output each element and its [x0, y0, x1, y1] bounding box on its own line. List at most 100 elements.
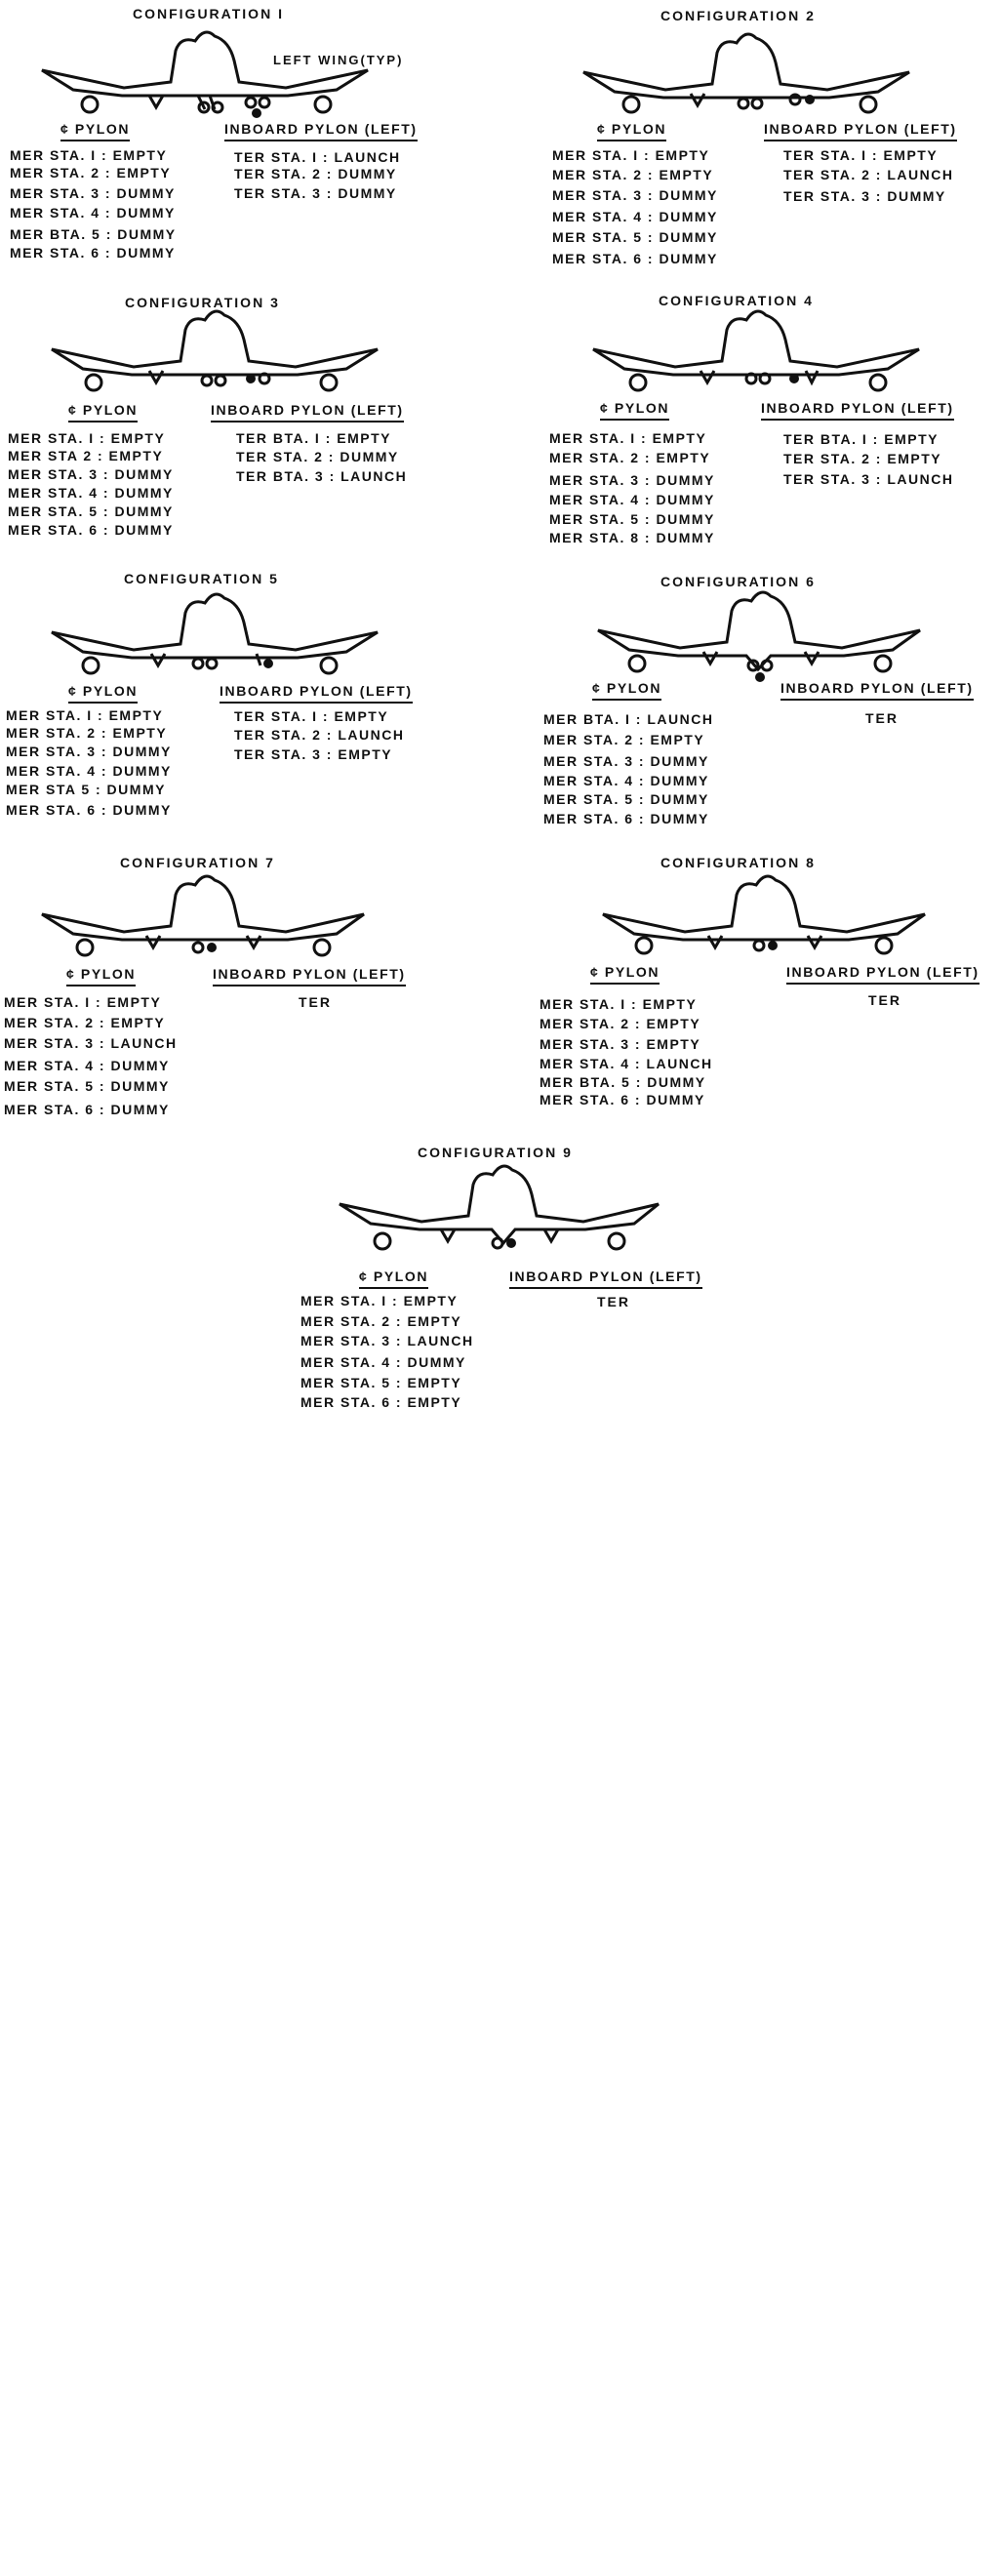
config-3-inboard-pylon-header: INBOARD PYLON (LEFT) — [211, 402, 404, 423]
config-9-aircraft-diagram — [339, 1164, 660, 1251]
config-6-aircraft-diagram — [597, 590, 921, 682]
config-8-center-line-5: MER BTA. 5 : DUMMY — [540, 1074, 706, 1090]
config-4-center-pylon-header: ¢ PYLON — [600, 400, 670, 421]
config-8-center-line-2: MER STA. 2 : EMPTY — [540, 1016, 701, 1031]
config-8-center-line-3: MER STA. 3 : EMPTY — [540, 1036, 701, 1052]
config-3-center-line-6: MER STA. 6 : DUMMY — [8, 522, 174, 538]
config-9-center-line-3: MER STA. 3 : LAUNCH — [300, 1333, 474, 1348]
config-4-center-line-5: MER STA. 5 : DUMMY — [549, 511, 715, 527]
config-5-center-line-3: MER STA. 3 : DUMMY — [6, 744, 172, 759]
config-2-center-line-1: MER STA. I : EMPTY — [552, 147, 710, 163]
config-8-inboard-ter-label: TER — [868, 992, 901, 1008]
config-4-center-line-3: MER STA. 3 : DUMMY — [549, 472, 715, 488]
config-6-center-line-1: MER BTA. I : LAUNCH — [543, 711, 714, 727]
config-1-center-line-1: MER STA. I : EMPTY — [10, 147, 168, 163]
config-4-inboard-line-2: TER STA. 2 : EMPTY — [783, 451, 942, 466]
config-1-center-line-5: MER BTA. 5 : DUMMY — [10, 226, 177, 242]
config-3-center-line-2: MER STA 2 : EMPTY — [8, 448, 164, 463]
config-7-center-line-4: MER STA. 4 : DUMMY — [4, 1058, 170, 1073]
config-3-inboard-line-2: TER STA. 2 : DUMMY — [236, 449, 399, 464]
config-6-inboard-ter-label: TER — [865, 710, 899, 726]
config-2-aircraft-diagram — [582, 32, 910, 114]
config-1-title: CONFIGURATION I — [133, 6, 284, 21]
config-2-inboard-pylon-header: INBOARD PYLON (LEFT) — [764, 121, 957, 141]
config-9-center-line-5: MER STA. 5 : EMPTY — [300, 1375, 462, 1390]
config-1-inboard-pylon-header: INBOARD PYLON (LEFT) — [224, 121, 418, 141]
config-1-center-line-4: MER STA. 4 : DUMMY — [10, 205, 176, 221]
config-2-inboard-line-1: TER STA. I : EMPTY — [783, 147, 939, 163]
config-6-center-line-6: MER STA. 6 : DUMMY — [543, 811, 709, 826]
config-5-center-line-2: MER STA. 2 : EMPTY — [6, 725, 168, 741]
config-4-aircraft-diagram — [592, 309, 920, 392]
config-6-center-line-2: MER STA. 2 : EMPTY — [543, 732, 705, 747]
config-9-center-line-1: MER STA. I : EMPTY — [300, 1293, 459, 1308]
config-8-center-line-6: MER STA. 6 : DUMMY — [540, 1092, 705, 1107]
config-4-center-line-2: MER STA. 2 : EMPTY — [549, 450, 711, 465]
config-4-inboard-line-3: TER STA. 3 : LAUNCH — [783, 471, 954, 487]
config-5-inboard-pylon-header: INBOARD PYLON (LEFT) — [220, 683, 413, 704]
config-2-center-line-6: MER STA. 6 : DUMMY — [552, 251, 718, 266]
config-2-inboard-line-2: TER STA. 2 : LAUNCH — [783, 167, 954, 182]
config-8-center-line-1: MER STA. I : EMPTY — [540, 996, 698, 1012]
config-3-inboard-line-3: TER BTA. 3 : LAUNCH — [236, 468, 408, 484]
config-1-center-line-6: MER STA. 6 : DUMMY — [10, 245, 176, 261]
config-9-center-line-2: MER STA. 2 : EMPTY — [300, 1313, 462, 1329]
config-1-inboard-line-1: TER STA. I : LAUNCH — [234, 149, 401, 165]
config-7-center-line-6: MER STA. 6 : DUMMY — [4, 1102, 170, 1117]
config-3-center-line-3: MER STA. 3 : DUMMY — [8, 466, 174, 482]
config-8-center-line-4: MER STA. 4 : LAUNCH — [540, 1056, 713, 1071]
config-1-note: LEFT WING(TYP) — [273, 53, 404, 67]
config-1-center-line-2: MER STA. 2 : EMPTY — [10, 165, 172, 181]
config-4-title: CONFIGURATION 4 — [659, 293, 814, 308]
config-5-inboard-line-3: TER STA. 3 : EMPTY — [234, 746, 393, 762]
config-9-inboard-ter-label: TER — [597, 1294, 630, 1309]
config-7-center-pylon-header: ¢ PYLON — [66, 966, 137, 986]
config-2-center-line-5: MER STA. 5 : DUMMY — [552, 229, 718, 245]
config-5-title: CONFIGURATION 5 — [124, 571, 279, 586]
config-5-center-line-4: MER STA. 4 : DUMMY — [6, 763, 172, 779]
config-6-inboard-pylon-header: INBOARD PYLON (LEFT) — [780, 680, 974, 701]
config-3-aircraft-diagram — [51, 309, 379, 392]
config-8-inboard-pylon-header: INBOARD PYLON (LEFT) — [786, 964, 980, 985]
config-6-center-line-4: MER STA. 4 : DUMMY — [543, 773, 709, 788]
config-8-aircraft-diagram — [602, 874, 926, 955]
config-3-inboard-line-1: TER BTA. I : EMPTY — [236, 430, 391, 446]
config-2-center-pylon-header: ¢ PYLON — [597, 121, 667, 141]
config-6-title: CONFIGURATION 6 — [660, 574, 816, 589]
config-5-center-line-6: MER STA. 6 : DUMMY — [6, 802, 172, 818]
config-4-center-line-6: MER STA. 8 : DUMMY — [549, 530, 715, 545]
config-1-center-pylon-header: ¢ PYLON — [60, 121, 131, 141]
config-4-center-line-4: MER STA. 4 : DUMMY — [549, 492, 715, 507]
config-4-inboard-pylon-header: INBOARD PYLON (LEFT) — [761, 400, 954, 421]
config-7-aircraft-diagram — [41, 874, 365, 957]
config-8-title: CONFIGURATION 8 — [660, 855, 816, 870]
config-3-title: CONFIGURATION 3 — [125, 295, 280, 310]
config-3-center-line-4: MER STA. 4 : DUMMY — [8, 485, 174, 501]
config-7-inboard-pylon-header: INBOARD PYLON (LEFT) — [213, 966, 406, 986]
config-7-center-line-5: MER STA. 5 : DUMMY — [4, 1078, 170, 1094]
config-1-center-line-3: MER STA. 3 : DUMMY — [10, 185, 176, 201]
config-2-title: CONFIGURATION 2 — [660, 8, 816, 23]
config-9-center-line-6: MER STA. 6 : EMPTY — [300, 1394, 462, 1410]
config-6-center-line-5: MER STA. 5 : DUMMY — [543, 791, 709, 807]
config-7-center-line-3: MER STA. 3 : LAUNCH — [4, 1035, 178, 1051]
config-9-inboard-pylon-header: INBOARD PYLON (LEFT) — [509, 1268, 702, 1289]
config-8-center-pylon-header: ¢ PYLON — [590, 964, 660, 985]
config-5-center-pylon-header: ¢ PYLON — [68, 683, 139, 704]
config-9-center-pylon-header: ¢ PYLON — [359, 1268, 429, 1289]
config-5-aircraft-diagram — [51, 592, 379, 675]
config-6-center-pylon-header: ¢ PYLON — [592, 680, 662, 701]
config-4-inboard-line-1: TER BTA. I : EMPTY — [783, 431, 939, 447]
config-2-center-line-4: MER STA. 4 : DUMMY — [552, 209, 718, 224]
config-2-center-line-3: MER STA. 3 : DUMMY — [552, 187, 718, 203]
config-7-center-line-1: MER STA. I : EMPTY — [4, 994, 162, 1010]
config-5-inboard-line-1: TER STA. I : EMPTY — [234, 708, 389, 724]
config-4-center-line-1: MER STA. I : EMPTY — [549, 430, 707, 446]
config-9-title: CONFIGURATION 9 — [418, 1145, 573, 1160]
config-6-center-line-3: MER STA. 3 : DUMMY — [543, 753, 709, 769]
config-1-inboard-line-3: TER STA. 3 : DUMMY — [234, 185, 397, 201]
config-9-center-line-4: MER STA. 4 : DUMMY — [300, 1354, 466, 1370]
config-7-inboard-ter-label: TER — [299, 994, 332, 1010]
config-1-inboard-line-2: TER STA. 2 : DUMMY — [234, 166, 397, 181]
config-2-inboard-line-3: TER STA. 3 : DUMMY — [783, 188, 946, 204]
